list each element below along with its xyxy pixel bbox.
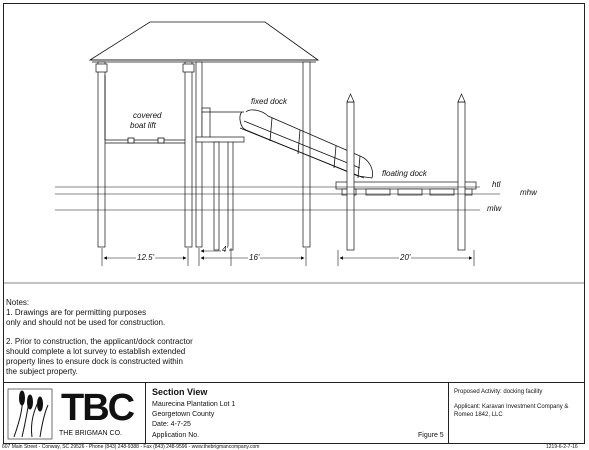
cattail-logo — [7, 388, 53, 440]
dim-4: 4' — [221, 245, 229, 254]
sheet-title: Section View — [152, 387, 208, 397]
company-logo-cell: TBC THE BRIGMAN CO. — [3, 383, 146, 443]
note-2-line-3: property lines to ensure dock is constru… — [6, 357, 183, 366]
project-name: Maurecina Plantation Lot 1 — [152, 401, 236, 408]
boat-lift — [104, 75, 185, 144]
applicant-cell: Proposed Activity: docking facility Appl… — [449, 383, 585, 443]
notes-section: Notes: 1. Drawings are for permitting pu… — [6, 298, 193, 377]
water-lines — [55, 186, 500, 211]
boathouse-posts — [97, 61, 311, 251]
note-2-line-1: 2. Prior to construction, the applicant/… — [6, 337, 193, 346]
label-mlw: mlw — [487, 204, 502, 213]
county: Georgetown County — [152, 411, 215, 418]
company-footer: 607 Main Street - Conway, SC 29526 - Pho… — [2, 444, 260, 450]
company-name: THE BRIGMAN CO. — [59, 430, 123, 437]
label-htl: htl — [492, 180, 501, 189]
dim-12-5: 12.5' — [136, 253, 156, 262]
label-fixed-dock: fixed dock — [251, 97, 288, 106]
note-1-line-1: 1. Drawings are for permitting purposes — [6, 308, 147, 317]
label-covered: covered — [133, 111, 162, 120]
dim-16: 16' — [248, 253, 261, 262]
label-boat-lift: boat lift — [130, 121, 156, 130]
notes-heading: Notes: — [6, 298, 30, 307]
label-mhw: mhw — [520, 188, 537, 197]
figure-number: Figure 5 — [418, 432, 444, 439]
dimension-lines — [101, 248, 475, 266]
fixed-dock — [195, 107, 245, 251]
drawing-number: 1219-6-2-7-16 — [546, 444, 578, 450]
project-info-cell: Section View Maurecina Plantation Lot 1 … — [146, 383, 449, 443]
pilings — [346, 93, 466, 251]
date: Date: 4-7-25 — [152, 421, 191, 428]
applicant-line-2: Romeo 1842, LLC — [454, 412, 503, 418]
application-no: Application No. — [152, 432, 200, 439]
dim-20: 20' — [399, 253, 412, 262]
logo-tbc: TBC — [61, 387, 135, 429]
applicant-line-1: Applicant: Karavan Investment Company & — [454, 404, 569, 410]
gangway — [239, 109, 373, 179]
floating-dock — [335, 181, 477, 196]
boathouse-roof — [88, 21, 320, 63]
note-2-line-2: should complete a lot survey to establis… — [6, 347, 186, 356]
label-floating-dock: floating dock — [382, 169, 427, 178]
note-2-line-4: the subject property. — [6, 367, 78, 376]
title-block: TBC THE BRIGMAN CO. Section View Maureci… — [3, 382, 585, 443]
note-1-line-2: only and should not be used for construc… — [6, 318, 166, 327]
proposed-activity: Proposed Activity: docking facility — [454, 389, 543, 395]
drawing-border — [3, 3, 585, 444]
